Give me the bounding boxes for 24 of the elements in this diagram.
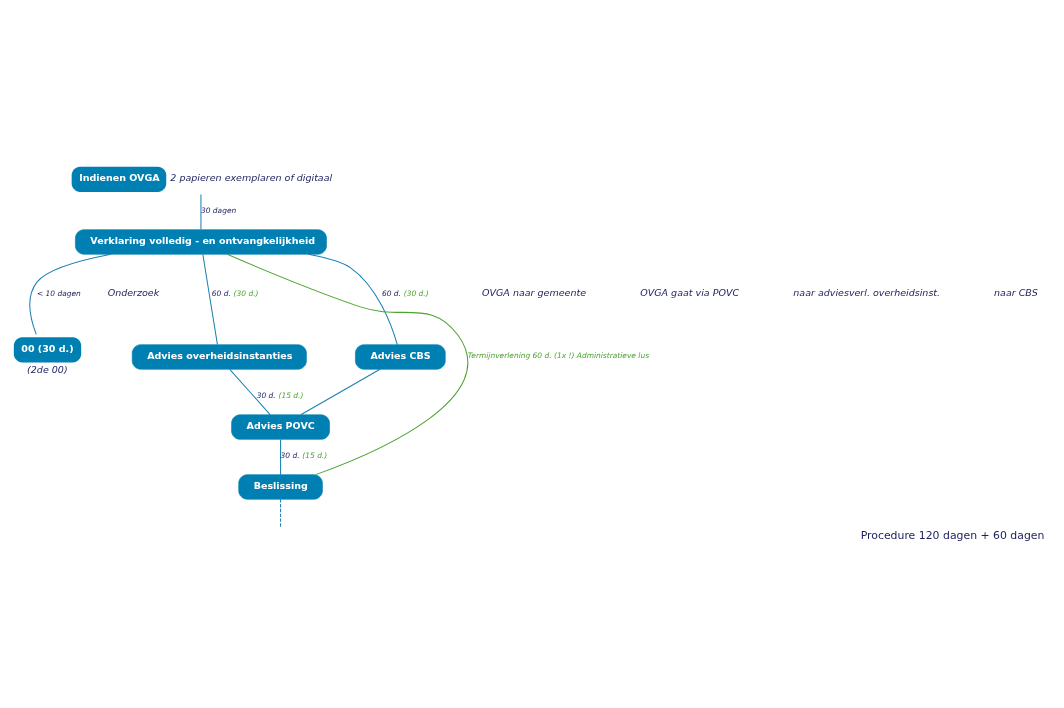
connector	[229, 368, 271, 415]
node-box: Advies POVC	[231, 414, 330, 440]
connector	[202, 253, 218, 345]
node-label: (2de 00)	[27, 363, 68, 375]
label: OVGA naar gemeente	[481, 286, 587, 298]
node-label: 2 papieren exemplaren of digitaal	[170, 171, 333, 183]
node-box: Indienen OVGA	[71, 166, 167, 192]
connector	[300, 368, 381, 415]
node-box: Verklaring volledig - en ontvangkelijkheid	[75, 228, 327, 255]
label: naar CBS	[994, 286, 1038, 298]
connector	[226, 253, 469, 475]
connector	[307, 253, 398, 345]
connector	[29, 253, 112, 335]
label: OVGA gaat via POVC	[640, 286, 740, 298]
connector	[200, 193, 202, 230]
node-box: Advies overheidsinstanties	[131, 343, 307, 370]
node-box: Beslissing	[238, 473, 323, 500]
label: naar adviesverl. overheidsinst.	[793, 286, 941, 298]
node-box: Advies CBS	[355, 343, 446, 370]
connector	[280, 498, 282, 528]
caption: Procedure 120 dagen + 60 dagen	[860, 528, 1045, 542]
node-box: 00 (30 d.)	[13, 336, 82, 362]
label: Onderzoek	[107, 286, 160, 298]
connector	[280, 438, 282, 475]
